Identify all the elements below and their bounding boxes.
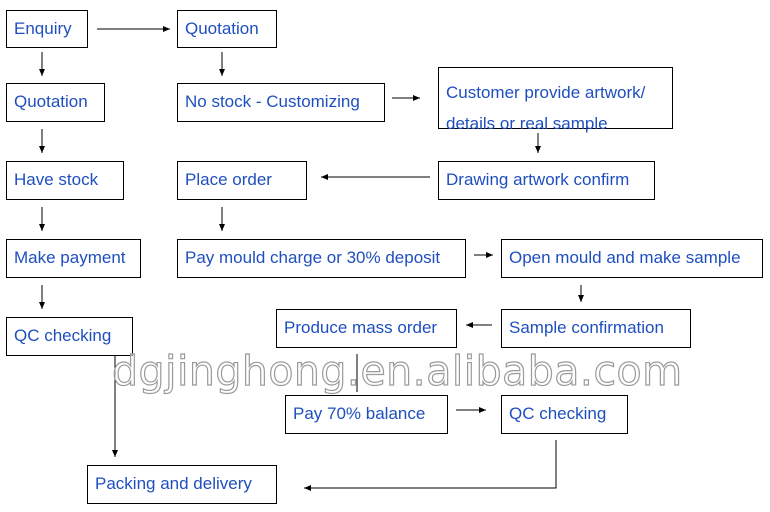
- step-quotation-top: Quotation: [177, 10, 277, 48]
- step-no-stock-customizing: No stock - Customizing: [177, 83, 385, 122]
- step-qc-checking-left: QC checking: [6, 317, 133, 356]
- step-packing-delivery: Packing and delivery: [87, 465, 277, 504]
- step-pay-balance: Pay 70% balance: [285, 395, 448, 434]
- step-have-stock: Have stock: [6, 161, 124, 200]
- arrow-qc-right-to-packing: [304, 440, 557, 491]
- step-drawing-artwork-confirm: Drawing artwork confirm: [438, 161, 655, 200]
- step-place-order: Place order: [177, 161, 307, 200]
- step-quotation-left: Quotation: [6, 83, 105, 122]
- step-customer-provide-artwork: Customer provide artwork/ details or rea…: [438, 67, 673, 133]
- step-make-payment: Make payment: [6, 239, 141, 278]
- step-produce-mass-order: Produce mass order: [276, 309, 457, 348]
- step-enquiry: Enquiry: [6, 10, 88, 48]
- step-open-mould: Open mould and make sample: [501, 239, 763, 278]
- step-qc-checking-right: QC checking: [501, 395, 628, 434]
- step-pay-mould-charge: Pay mould charge or 30% deposit: [177, 239, 466, 278]
- step-sample-confirmation: Sample confirmation: [501, 309, 691, 348]
